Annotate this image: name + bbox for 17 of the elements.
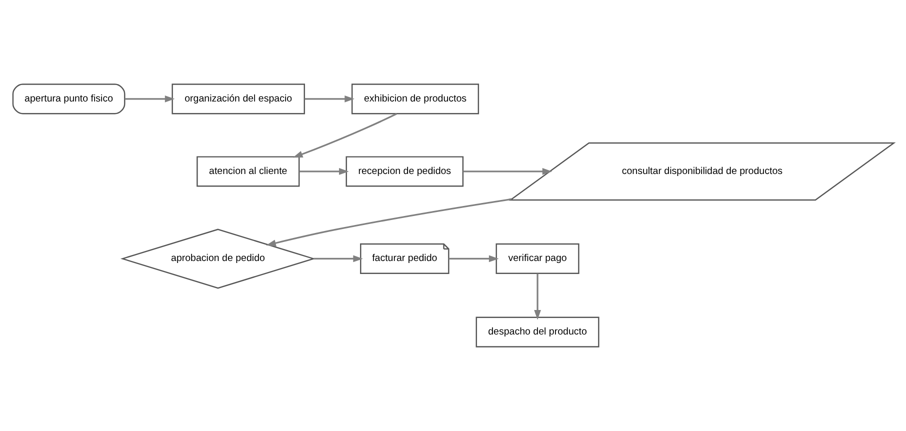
node-box: recepcion de pedidos xyxy=(345,156,464,187)
arrow xyxy=(298,168,348,175)
node-box: atencion al cliente xyxy=(196,156,300,187)
node-box: despacho del producto xyxy=(475,316,599,348)
arrow xyxy=(304,96,354,102)
arrow xyxy=(313,255,362,262)
arrow xyxy=(462,168,552,175)
arrow xyxy=(448,255,498,262)
node-box: apertura punto fisico xyxy=(12,84,125,114)
node-box: exhibicion de productos xyxy=(350,84,479,114)
arrow xyxy=(534,274,540,320)
node-diamond: aprobacion de pedido xyxy=(120,228,316,289)
node-box: organización del espacio xyxy=(171,84,304,114)
arrow xyxy=(266,198,512,246)
arrow xyxy=(292,113,397,158)
node-box: verificar pago xyxy=(495,243,579,274)
arrow xyxy=(124,96,174,102)
